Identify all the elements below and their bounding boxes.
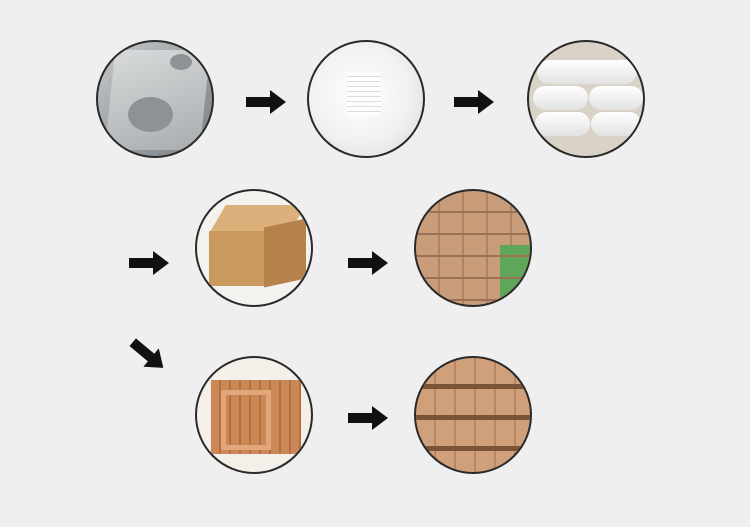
roll bbox=[591, 112, 641, 136]
roll bbox=[535, 112, 590, 136]
arrow-right-icon bbox=[129, 251, 169, 275]
step-wrapped-rolls bbox=[527, 40, 645, 158]
metal-hole bbox=[170, 54, 192, 70]
arrow-down-right-icon bbox=[125, 333, 171, 377]
arrow-right-icon bbox=[454, 90, 494, 114]
box-side bbox=[264, 218, 306, 288]
roll bbox=[537, 60, 637, 84]
step-palletized-crates bbox=[414, 356, 532, 474]
step-carton-box bbox=[195, 189, 313, 307]
step-metal-part bbox=[96, 40, 214, 158]
arrow-right-icon bbox=[348, 406, 388, 430]
arrow-right-icon bbox=[246, 90, 286, 114]
step-stacked-cartons bbox=[414, 189, 532, 307]
roll bbox=[589, 86, 643, 110]
crate bbox=[211, 380, 301, 454]
roll bbox=[533, 86, 588, 110]
box-front bbox=[209, 231, 264, 286]
step-wooden-crate bbox=[195, 356, 313, 474]
metal-hole bbox=[128, 97, 173, 132]
arrow-right-icon bbox=[348, 251, 388, 275]
step-plastic-bag bbox=[307, 40, 425, 158]
floor bbox=[500, 245, 530, 305]
bag-label bbox=[347, 72, 381, 116]
